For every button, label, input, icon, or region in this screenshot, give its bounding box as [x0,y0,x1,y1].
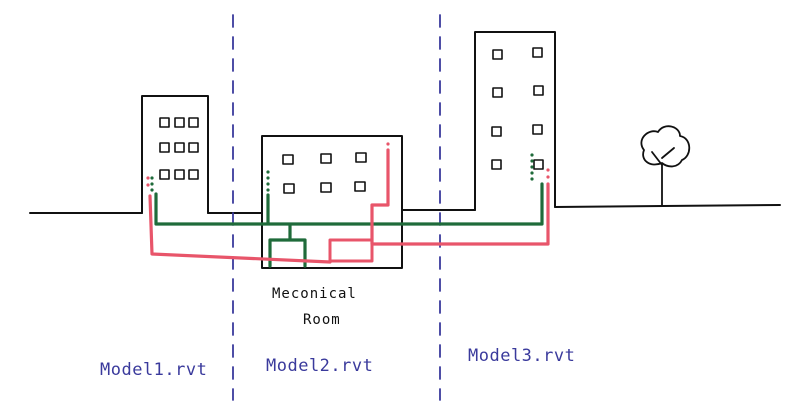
supply-pipe [154,182,544,268]
return-pipe [148,148,550,264]
model-label-1: Model1.rvt [100,360,208,380]
left-building-windows [159,117,199,180]
mechanical-room-label-line1: Meconical [272,286,357,302]
right-building-windows [491,47,544,170]
middle-building-windows [282,152,367,194]
supply-pipe-connectors [150,153,534,192]
mechanical-room-label-line2: Room [303,312,341,328]
model-label-2: Model2.rvt [266,356,374,376]
model-label-3: Model3.rvt [468,346,576,366]
left-building [141,95,209,214]
ground-line [29,204,781,214]
tree-icon [640,125,691,206]
mechanical-equipment [328,238,374,263]
right-building [474,31,556,211]
return-pipe-connectors [146,142,550,187]
